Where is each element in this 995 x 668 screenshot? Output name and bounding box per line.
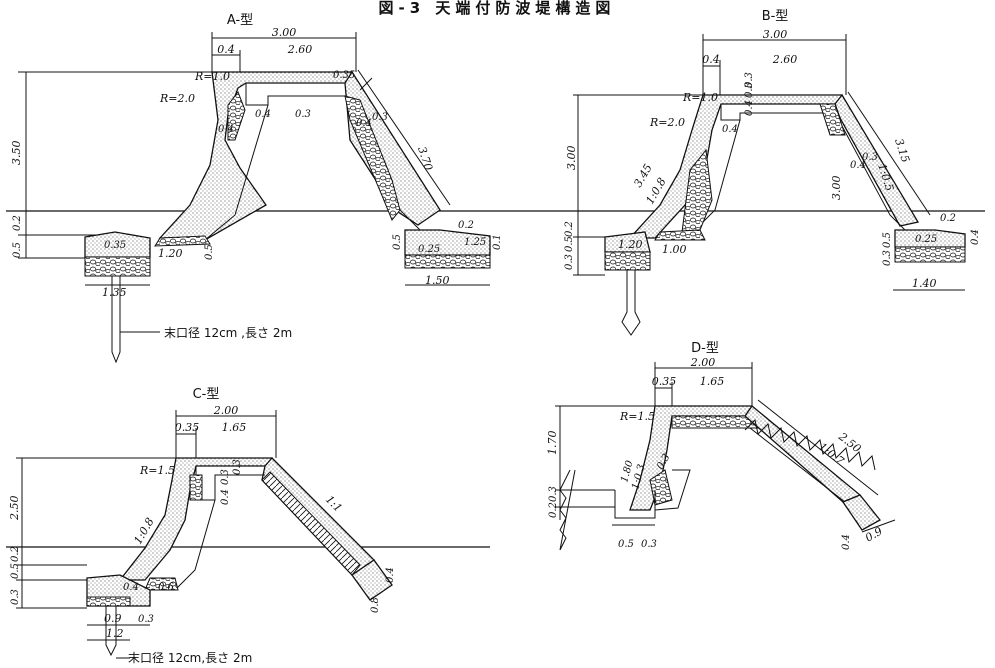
- dimension-label-b-27: 1.40: [912, 277, 937, 290]
- dimension-label-a-17: 0.5: [204, 244, 215, 260]
- dimension-label-c-18: 1.2: [106, 627, 124, 640]
- dimension-label-c-17: 0.3: [138, 614, 154, 625]
- dimension-label-b-4: R=2.0: [649, 116, 685, 129]
- dimension-label-b-23: 0.5: [882, 232, 893, 248]
- dimension-label-b-14: 3.00: [830, 176, 843, 201]
- section-c-pile: [105, 605, 117, 657]
- dimension-label-a-14: 0.5: [12, 242, 23, 258]
- section-a-pile-note: 末口径 12cm ,長さ 2m: [164, 326, 292, 340]
- dimension-label-b-0: 3.00: [763, 28, 788, 41]
- dimension-label-b-6: 0.4: [744, 100, 755, 116]
- dimension-label-c-10: 0.2: [10, 546, 21, 562]
- dimension-label-b-26: 0.4: [970, 229, 981, 245]
- section-d-slope-teeth: [744, 418, 876, 471]
- dimension-label-d-1: 0.35: [652, 375, 677, 388]
- section-b: B-型 3.00 0.4 2.60 R=1.0 R=2.0 0.4 0.4 0.…: [564, 9, 981, 336]
- dimension-label-b-18: 0.3: [564, 254, 575, 270]
- dimension-label-c-19: 0.8: [370, 597, 381, 613]
- dimension-label-a-2: 2.60: [287, 43, 313, 56]
- diagram-title: 図-3 天端付防波堤構造図: [379, 0, 616, 17]
- dimension-label-b-8: 0.3: [744, 72, 755, 88]
- dimension-label-c-11: 0.5: [10, 563, 21, 579]
- dimension-label-a-6: 0.4: [255, 109, 271, 120]
- dimension-label-a-12: 3.50: [10, 141, 23, 166]
- section-b-label: B-型: [762, 9, 789, 24]
- dimension-label-d-12: 0.5: [618, 539, 634, 550]
- dimension-label-a-3: R=1.0: [194, 70, 230, 83]
- section-d-label: D-型: [691, 341, 719, 356]
- dimension-label-b-17: 0.2: [940, 213, 956, 224]
- dimension-label-d-3: R=1.5: [619, 410, 655, 423]
- dimension-label-c-3: R=1.5: [139, 464, 175, 477]
- dimension-label-c-12: 0.3: [10, 589, 21, 605]
- dimension-label-a-22: 0.1: [492, 234, 503, 250]
- section-a-core: [204, 83, 345, 241]
- dimension-label-a-16: 1.20: [158, 247, 183, 260]
- dimension-label-c-5: 0.3: [220, 469, 231, 485]
- dimension-label-a-4: R=2.0: [159, 92, 195, 105]
- dimension-label-a-20: 1.25: [464, 237, 486, 248]
- dimension-label-c-6: 0.3: [232, 459, 243, 475]
- section-a-pile: [111, 275, 121, 364]
- dimension-label-c-4: 0.4: [220, 489, 231, 505]
- dimension-label-c-14: 0.6: [158, 582, 175, 593]
- dimension-label-a-10: 0.3: [372, 112, 388, 123]
- dimension-label-b-22: 1.00: [662, 243, 687, 256]
- dimension-label-b-5: 0.4: [722, 124, 738, 135]
- dimension-label-a-21: 0.25: [418, 244, 440, 255]
- dimension-label-b-1: 0.4: [702, 53, 720, 66]
- dimension-label-b-16: 0.3: [862, 152, 878, 163]
- section-b-pile: [621, 269, 641, 336]
- dimension-label-b-25: 0.25: [915, 234, 937, 245]
- dimension-label-d-2: 1.65: [700, 375, 725, 388]
- dimension-label-a-8: 0.4: [218, 124, 234, 135]
- section-a-label: A-型: [227, 13, 253, 28]
- dimension-label-b-15: 0.4: [850, 160, 866, 171]
- section-d: D-型 2.00 0.35 1.65 R=1.5 2.50 1:0.7 1.70…: [546, 341, 896, 551]
- dimension-label-d-14: 0.4: [841, 534, 852, 550]
- section-b-landward-wall: [834, 93, 920, 227]
- dimension-label-a-7: 0.3: [295, 109, 311, 120]
- dimension-label-a-5: 0.35: [333, 70, 355, 81]
- dimension-label-a-1: 0.4: [217, 43, 235, 56]
- section-c-landward-wall: [261, 457, 376, 576]
- dimension-label-b-7: 0.3: [744, 82, 755, 98]
- dimension-label-a-13: 0.2: [12, 215, 23, 231]
- dimension-label-b-3: R=1.0: [682, 91, 718, 104]
- dimension-label-c-13: 0.4: [123, 582, 139, 593]
- dimension-label-d-9: 0.3: [548, 486, 559, 502]
- dimension-label-c-15: 0.4: [385, 567, 396, 583]
- section-c-pile-note: 末口径 12cm,長さ 2m: [128, 651, 252, 665]
- section-d-slope-left: [559, 469, 576, 551]
- section-a: A-型 末口径 12cm ,長さ 2m 3.00 0.4 2.60 R=1.0 …: [6, 13, 985, 364]
- dimension-label-b-9: 3.15: [892, 137, 912, 164]
- dimension-label-d-13: 0.3: [641, 539, 657, 550]
- dimension-label-c-0: 2.00: [213, 404, 239, 417]
- dimension-label-b-2: 2.60: [772, 53, 798, 66]
- dimension-label-a-19: 0.2: [458, 220, 474, 231]
- dimension-label-a-9: 0.4: [356, 118, 372, 129]
- dimension-label-d-6: 1.70: [546, 431, 559, 456]
- dimension-label-a-0: 3.00: [272, 26, 297, 39]
- dimension-label-a-15: 0.35: [104, 240, 126, 251]
- dimension-label-c-16: 0.9: [104, 612, 122, 625]
- dimension-label-d-0: 2.00: [690, 356, 716, 369]
- dimension-label-a-18: 0.5: [392, 234, 403, 250]
- section-c: C-型 末口径 12cm,長さ 2m 2.00 0.35 1.65 R=1.5 …: [6, 387, 490, 665]
- dimension-label-c-8: 2.50: [8, 496, 21, 522]
- dimension-label-b-13: 3.00: [565, 146, 578, 171]
- dimension-label-c-1: 0.35: [175, 421, 200, 434]
- dimension-label-c-2: 1.65: [222, 421, 247, 434]
- dimension-label-b-20: 0.2: [564, 221, 575, 237]
- dimension-label-a-23: 1.35: [102, 286, 127, 299]
- dimension-label-b-24: 0.3: [882, 250, 893, 266]
- dimension-label-b-19: 0.5: [564, 236, 575, 252]
- dimension-label-d-10: 0.2: [548, 502, 559, 518]
- dimension-label-a-24: 1.50: [425, 274, 450, 287]
- section-c-label: C-型: [193, 387, 220, 402]
- dimension-label-b-21: 1.20: [618, 238, 643, 251]
